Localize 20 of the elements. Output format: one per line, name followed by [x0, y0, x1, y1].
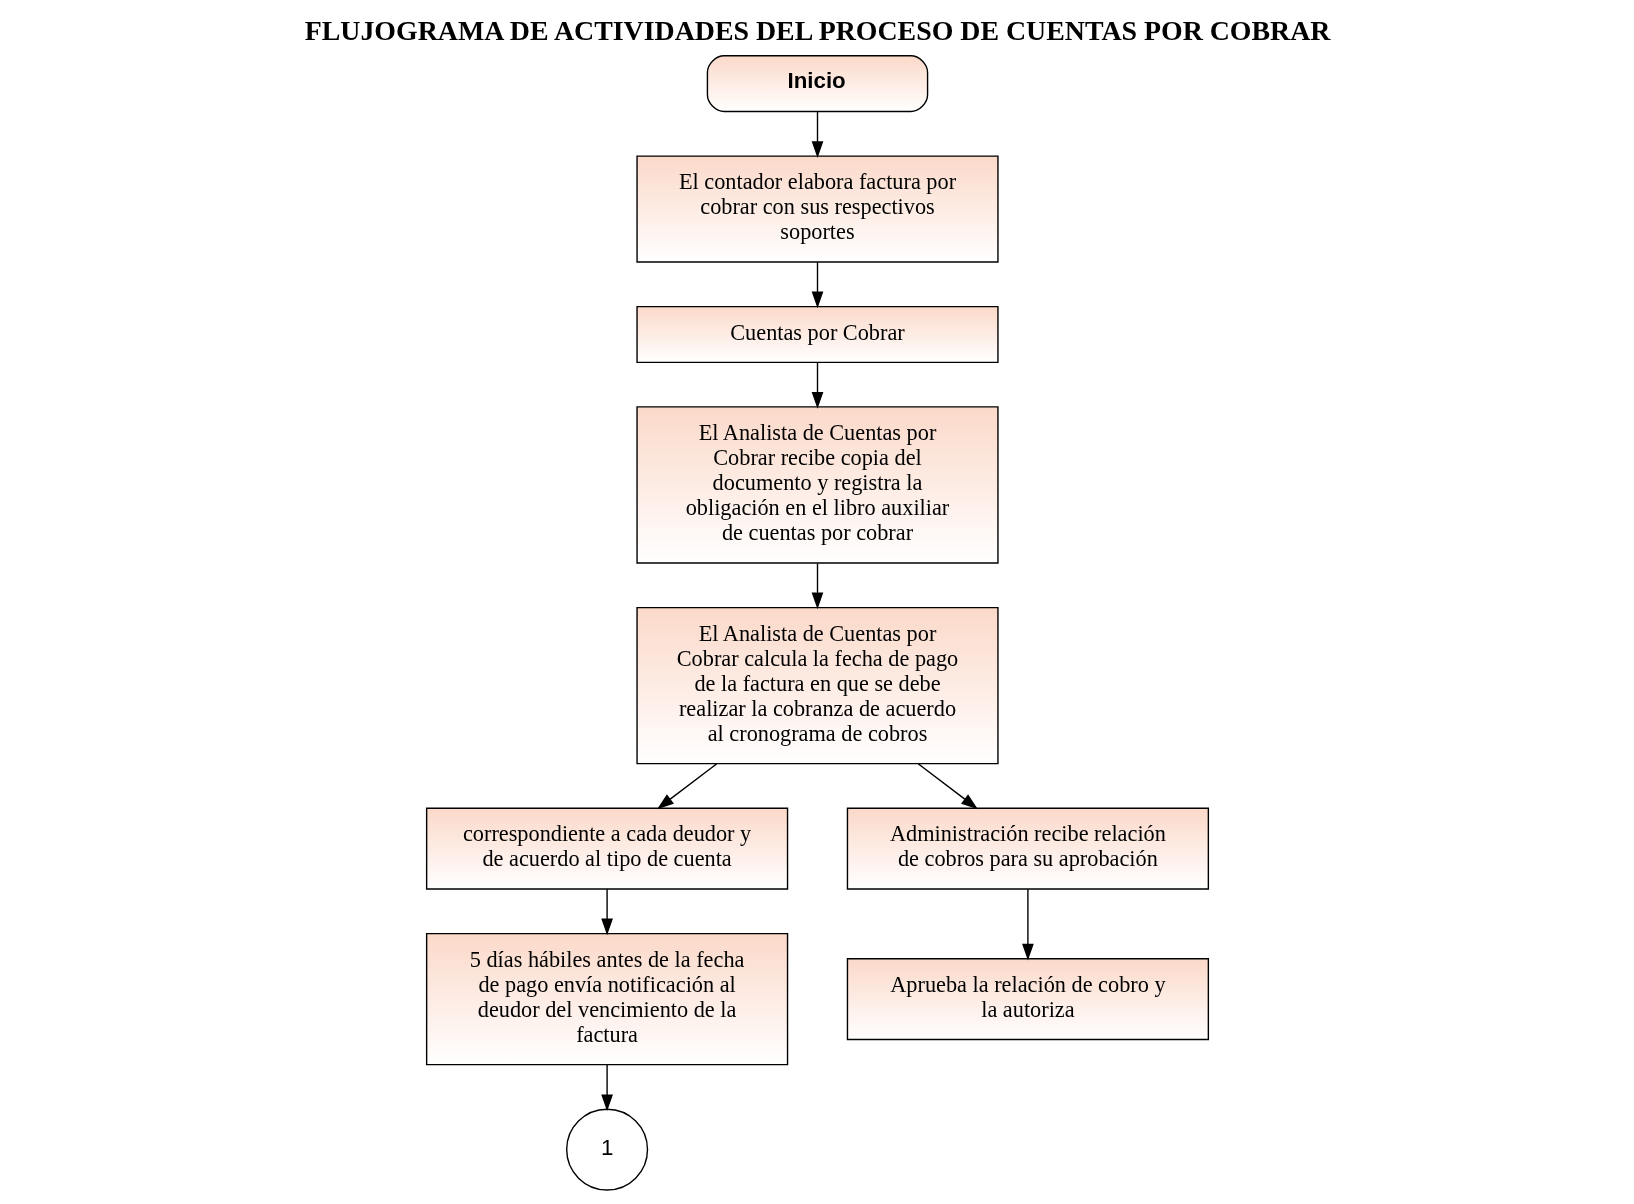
- node-box: El contador elabora factura por cobrar con sus respectivos soportes: [635, 155, 999, 263]
- node-box: Inicio: [706, 55, 928, 113]
- arrow: [600, 888, 613, 936]
- arrow: [811, 362, 823, 409]
- node-box: 5 días hábiles antes de la fecha de pago envía notificación al deudor del vencimiento de la factura: [425, 932, 788, 1066]
- node-box: correspondiente a cada deudor y de acuerdo al tipo de cuenta: [425, 807, 788, 890]
- node-circle: 1: [565, 1108, 648, 1191]
- node-box: Administración recibe relación de cobros para su aprobación: [846, 807, 1209, 890]
- arrow: [811, 562, 823, 610]
- arrow: [600, 1064, 613, 1112]
- node-box: El Analista de Cuentas por Cobrar recibe copia del documento y registra la obligación en el libro auxiliar de cuentas por cobrar: [635, 406, 999, 564]
- arrow: [811, 261, 823, 309]
- node-box: Cuentas por Cobrar: [635, 305, 999, 364]
- arrow: [811, 110, 823, 158]
- node-box: El Analista de Cuentas por Cobrar calcula la fecha de pago de la factura en que se debe realizar la cobranza de acuerdo al cronograma de cobros: [635, 606, 999, 765]
- diagram-title: FLUJOGRAMA DE ACTIVIDADES DEL PROCESO DE CUENTAS POR COBRAR: [304, 15, 1330, 47]
- arrow: [917, 763, 978, 810]
- node-box: Aprueba la relación de cobro y la autoriza: [846, 958, 1209, 1041]
- arrow: [1021, 888, 1034, 961]
- arrow: [656, 763, 717, 810]
